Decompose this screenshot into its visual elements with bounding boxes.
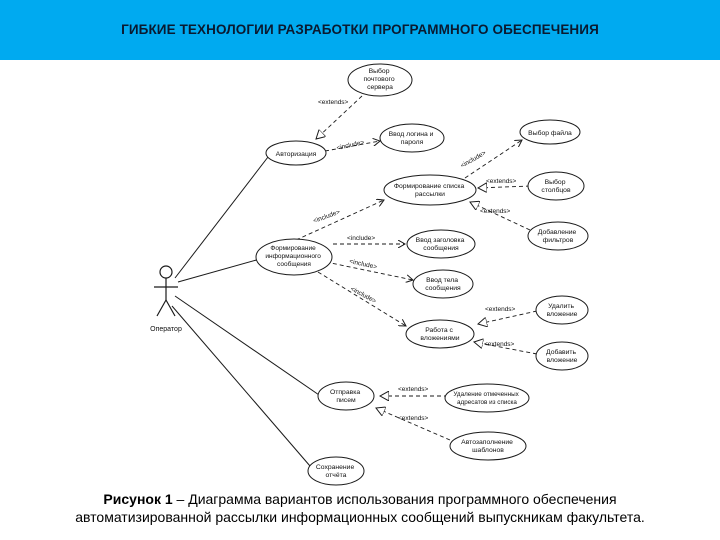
- slide-title: ГИБКИЕ ТЕХНОЛОГИИ РАЗРАБОТКИ ПРОГРАММНОГ…: [121, 22, 599, 37]
- label-extend-mark: <extends>: [398, 386, 429, 393]
- caption-prefix: Рисунок 1: [103, 491, 173, 507]
- label-extend-cols: <extends>: [486, 178, 517, 185]
- usecase-mail-server: Выбор почтового сервера: [347, 63, 413, 97]
- usecase-add-filters: Добавление фильтров: [527, 221, 589, 251]
- usecase-send: Отправка писем: [317, 381, 375, 411]
- svg-text:Сохранение отчёта: Сохранение отчёта: [316, 464, 356, 479]
- svg-text:Выбор столбцов: Выбор столбцов: [541, 178, 571, 194]
- usecase-attachments: Работа с вложениями: [405, 319, 475, 349]
- svg-text:Работа с вложениями: Работа с вложениями: [420, 326, 459, 342]
- usecase-autoreply: Автозаполнение шаблонов: [449, 431, 527, 461]
- usecase-login-pass: Ввод логина и пароля: [379, 123, 445, 153]
- label-extend-add: <extends>: [484, 341, 515, 348]
- associations: [171, 156, 323, 467]
- label-include-login: <include>: [336, 139, 365, 152]
- usecase-select-cols: Выбор столбцов: [527, 171, 585, 201]
- svg-text:Формирование списка ра: Формирование списка рассылки: [394, 183, 466, 198]
- svg-text:Отправка писем: Отправка писем: [330, 389, 362, 404]
- label-extend-del: <extends>: [485, 306, 516, 313]
- label-include-body: <include>: [349, 258, 378, 271]
- label-extend-mail: <extends>: [318, 99, 349, 106]
- actor-label: Оператор: [150, 326, 182, 333]
- actor-figure: [154, 265, 178, 317]
- svg-text:Формирование информаци: Формирование информационного сообщения: [265, 245, 322, 268]
- svg-text:Выбор файла: Выбор файла: [528, 129, 572, 137]
- usecase-del-attach: Удалить вложение: [535, 295, 589, 325]
- svg-text:Автозаполнение шаблоно: Автозаполнение шаблонов: [461, 439, 515, 454]
- label-include-file: <include>: [460, 149, 488, 169]
- svg-text:Добавить вложение: Добавить вложение: [546, 348, 578, 364]
- label-include-list: <include>: [312, 209, 341, 225]
- usecase-auth: Авторизация: [265, 140, 327, 166]
- svg-text:Удалить вложение: Удалить вложение: [547, 303, 578, 318]
- svg-text:Выбор почтового: Выбор почтового сервера: [364, 67, 397, 91]
- usecase-add-attach: Добавить вложение: [535, 341, 589, 371]
- usecase-msg-body: Ввод тела сообщения: [412, 269, 474, 299]
- svg-text:Ввод тела сообщения: Ввод тела сообщения: [425, 277, 461, 292]
- svg-text:Удаление отмеченных ад: Удаление отмеченных адресатов из списка: [453, 391, 520, 406]
- usecase-form-list: Формирование списка рассылки: [383, 174, 477, 206]
- usecase-msg-title: Ввод заголовка сообщения: [406, 229, 476, 259]
- svg-text:Авторизация: Авторизация: [276, 151, 317, 158]
- dependencies: [295, 95, 538, 441]
- svg-text:Ввод заголовка сообщен: Ввод заголовка сообщения: [416, 237, 467, 252]
- caption-line-2: автоматизированной рассылки информационн…: [75, 509, 645, 525]
- label-include-title: <include>: [347, 235, 375, 242]
- label-extend-filters: <extends>: [480, 208, 511, 215]
- label-extend-auto: <extends>: [398, 415, 429, 422]
- figure-caption: Рисунок 1 – Диаграмма вариантов использо…: [0, 490, 720, 526]
- usecase-select-file: Выбор файла: [519, 119, 581, 145]
- usecase-form-msg: Формирование информационного сообщения: [255, 238, 333, 276]
- use-case-diagram: Оператор <extends> <include> <include> <…: [150, 63, 589, 486]
- caption-text-1: – Диаграмма вариантов использования прог…: [172, 491, 617, 507]
- svg-text:Добавление фильтров: Добавление фильтров: [538, 228, 578, 244]
- svg-text:Ввод логина и пароля: Ввод логина и пароля: [389, 131, 436, 146]
- caption-line-1: Рисунок 1 – Диаграмма вариантов использо…: [0, 490, 720, 508]
- usecase-mark-sent: Удаление отмеченных адресатов из списка: [444, 383, 530, 413]
- header-band: [0, 0, 720, 60]
- usecase-reports: Сохранение отчёта: [307, 456, 365, 486]
- label-include-attach: <include>: [349, 286, 377, 306]
